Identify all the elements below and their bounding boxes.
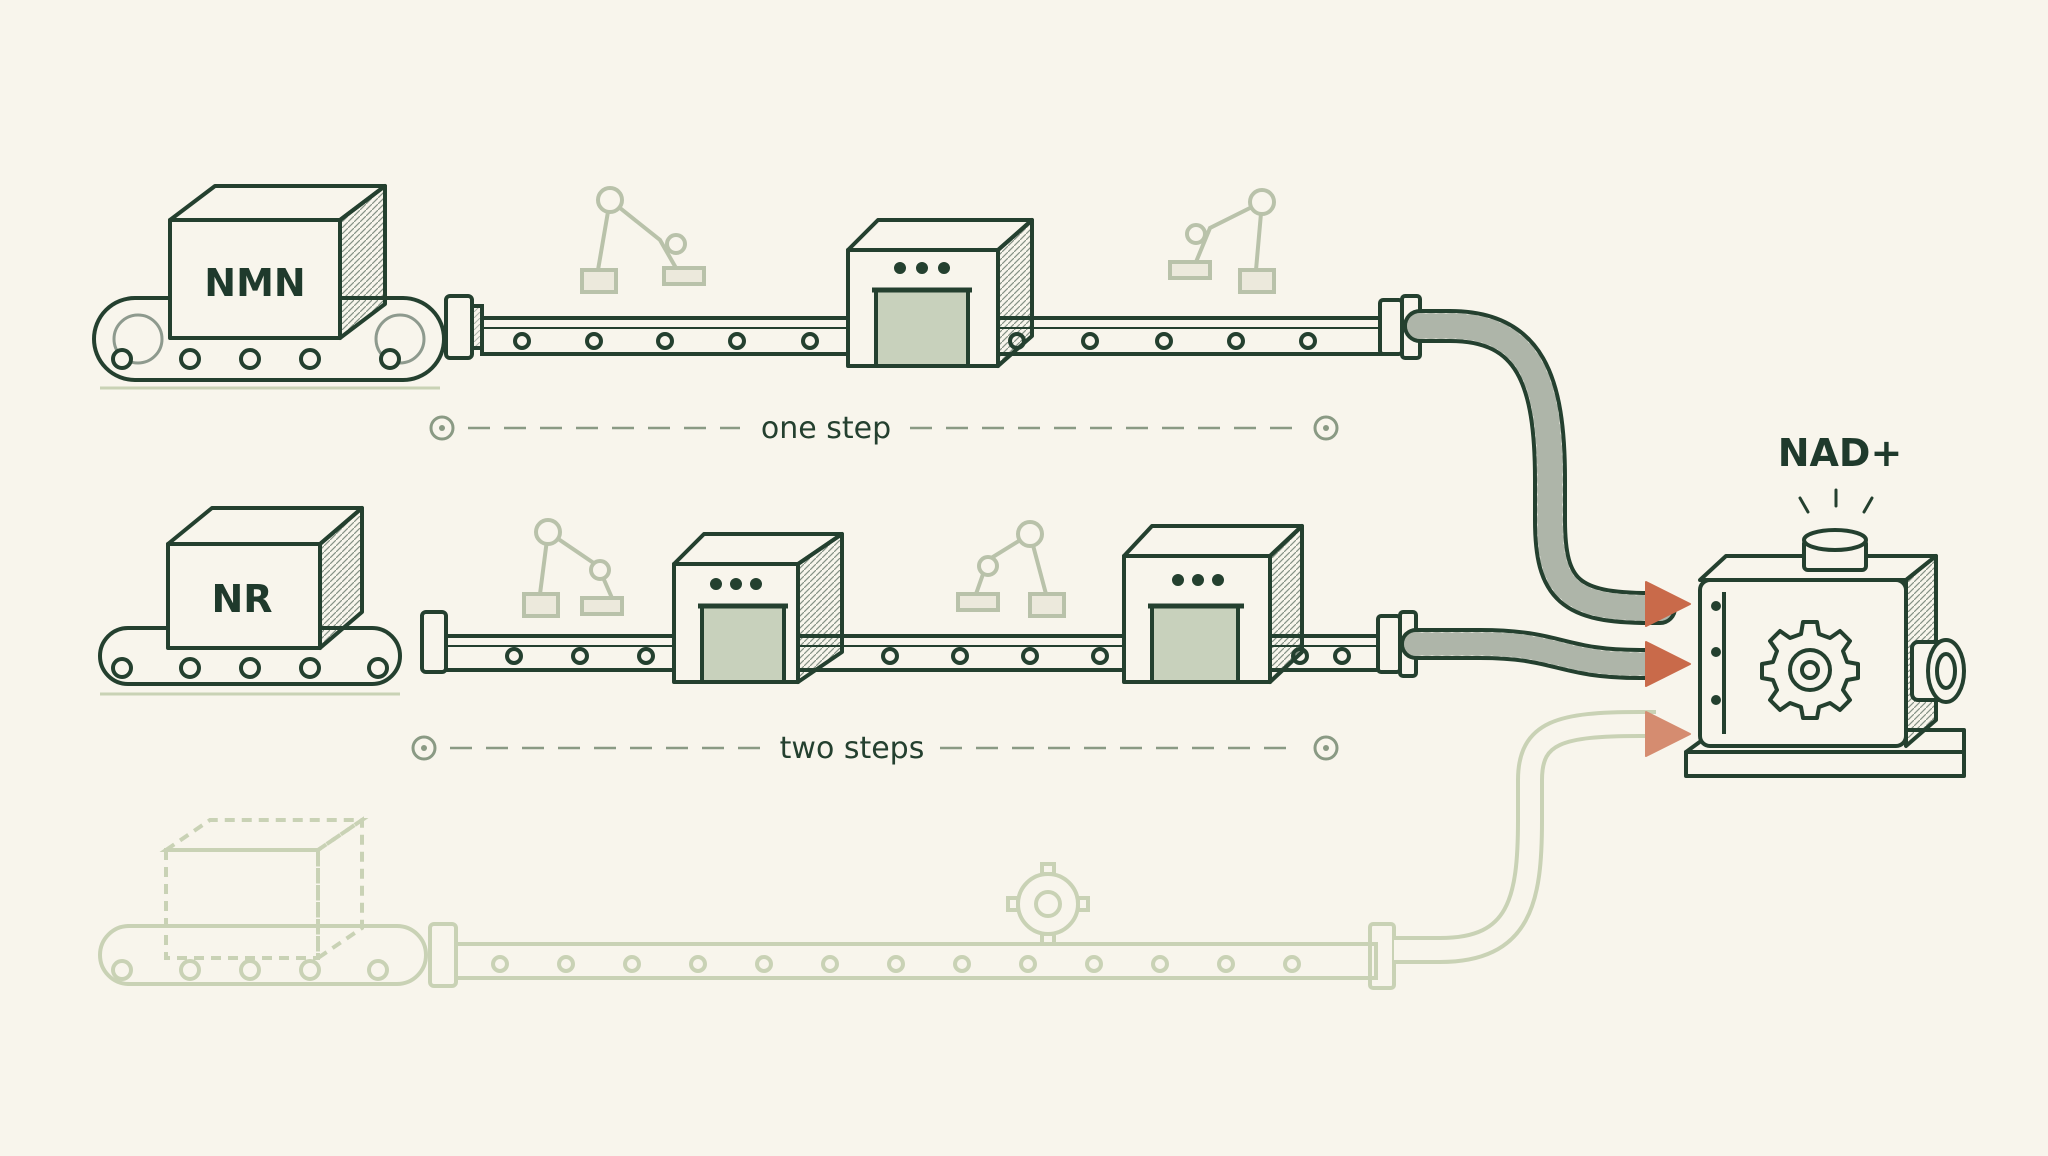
- step-label-two: two steps: [780, 731, 925, 766]
- converter-station: [846, 218, 1034, 368]
- nmn-box-label: NMN: [204, 261, 305, 305]
- coupling: [444, 294, 484, 360]
- nr-box: NR: [166, 506, 364, 650]
- output-port: [1910, 638, 1966, 704]
- line-faded: [98, 710, 1656, 990]
- pipe: [1403, 309, 1677, 625]
- arrow-icon: [1645, 711, 1691, 757]
- coupling: [420, 610, 448, 674]
- glow-marks: [1798, 488, 1874, 514]
- converter-station: [672, 532, 844, 684]
- step-label-one: one step: [761, 411, 891, 446]
- nmn-box: NMN: [168, 184, 387, 340]
- arrow-icon: [1645, 641, 1691, 687]
- robot-arm-icon: [580, 186, 706, 294]
- pipe: [1400, 628, 1672, 680]
- line-nr: NR: [98, 506, 1672, 766]
- nad-engine: [1684, 488, 1966, 778]
- robot-arm-icon: [1168, 188, 1276, 294]
- step-indicator: two steps: [411, 731, 1339, 766]
- robot-arm-icon: [522, 518, 624, 618]
- empty-box-outline: [159, 816, 369, 962]
- nr-box-label: NR: [211, 577, 272, 621]
- start-conveyor: [98, 924, 428, 986]
- coupling: [428, 922, 458, 988]
- robot-arm-icon: [956, 520, 1066, 618]
- step-indicator: one step: [429, 411, 1339, 446]
- input-arrows: [1645, 581, 1691, 757]
- gear-icon: [1006, 862, 1090, 946]
- top-cap: [1802, 528, 1868, 572]
- output-label: NAD+: [1778, 431, 1903, 475]
- converter-station: [1122, 524, 1304, 684]
- arrow-icon: [1645, 581, 1691, 627]
- line-nmn: NMN: [92, 184, 1677, 625]
- belt: [454, 942, 1378, 980]
- gear-icon: [1760, 620, 1860, 720]
